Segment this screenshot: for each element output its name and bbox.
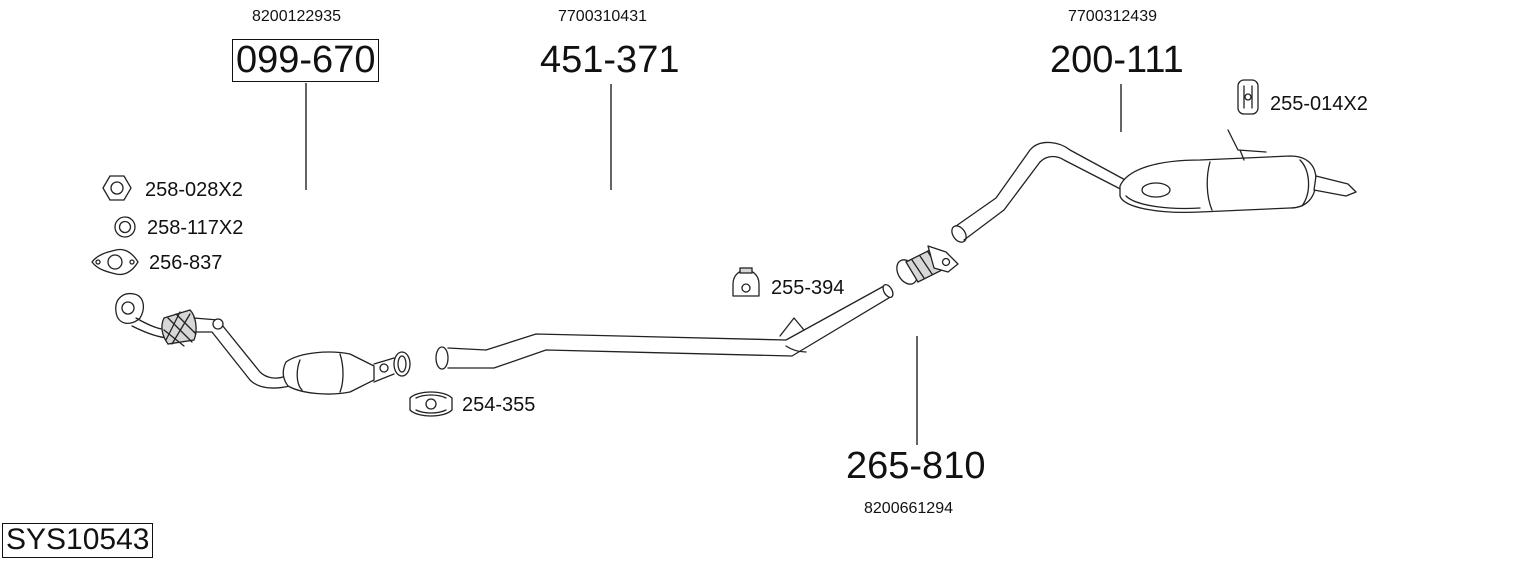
clamp-icon	[409, 391, 453, 417]
mount-rear-icon	[1237, 79, 1259, 115]
rear-silencer	[951, 129, 1357, 243]
middle-pipe-part-number[interactable]: 451-371	[540, 39, 680, 81]
connector-pipe-part-number[interactable]: 265-810	[846, 445, 986, 487]
catalyst-part-number[interactable]: 099-670	[232, 39, 380, 82]
connector-pipe-oe-number: 8200661294	[864, 500, 953, 517]
mount-rear-part-number[interactable]: 255-014X2	[1270, 93, 1368, 115]
clamp-part-number[interactable]: 254-355	[462, 394, 536, 416]
nut-part-number[interactable]: 258-028X2	[145, 179, 243, 201]
ring-icon	[114, 216, 136, 238]
mount-middle-icon	[732, 267, 760, 297]
gasket-icon	[91, 248, 139, 276]
rear-silencer-part-number[interactable]: 200-111	[1050, 39, 1184, 81]
middle-pipe	[435, 283, 894, 370]
gasket-part-number[interactable]: 256-837	[149, 252, 223, 274]
catalyst-assembly	[115, 292, 411, 395]
rear-silencer-oe-number: 7700312439	[1068, 8, 1157, 25]
nut-icon	[102, 175, 132, 201]
system-code: SYS10543	[2, 523, 154, 558]
ring-part-number[interactable]: 258-117X2	[147, 217, 244, 239]
connector-pipe	[896, 245, 959, 285]
mount-middle-part-number[interactable]: 255-394	[771, 277, 845, 299]
catalyst-oe-number: 8200122935	[252, 8, 341, 25]
middle-pipe-oe-number: 7700310431	[558, 8, 647, 25]
